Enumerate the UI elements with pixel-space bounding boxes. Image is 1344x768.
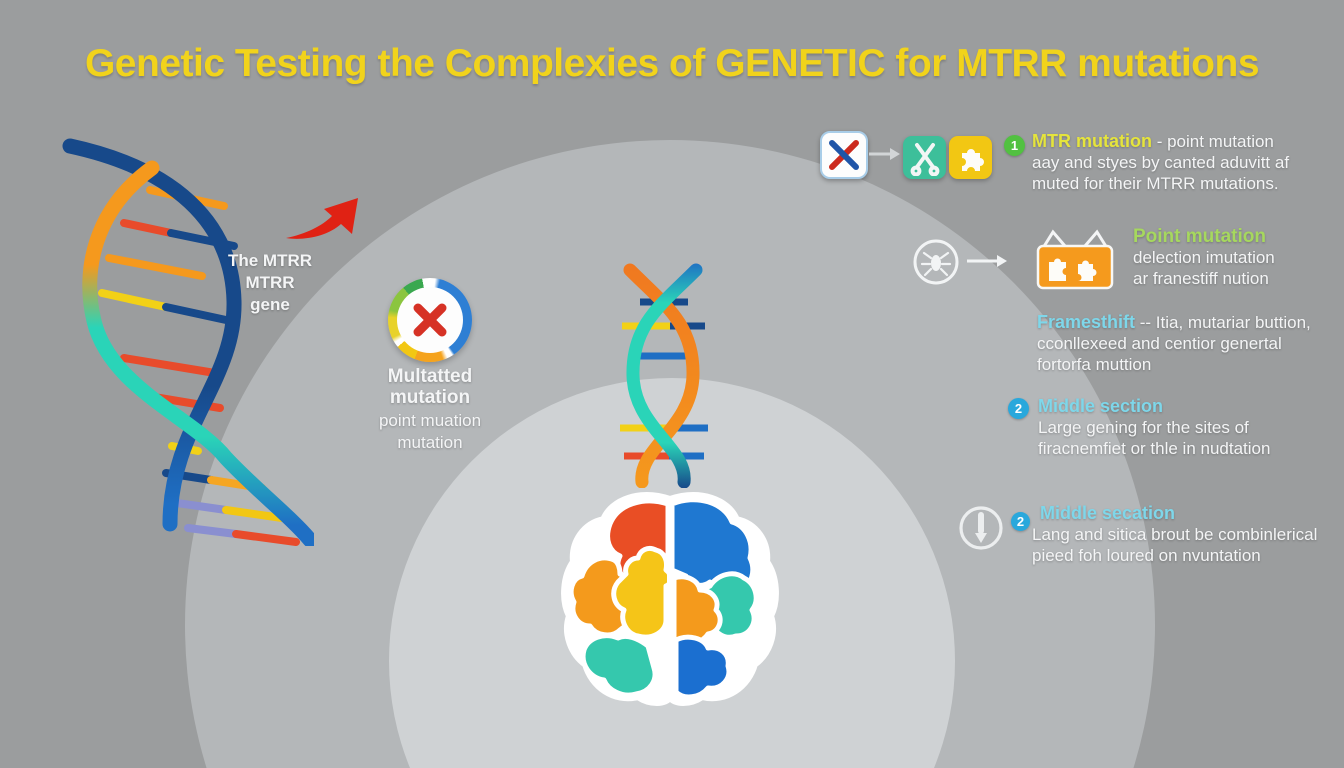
note-line: fortorfa muttion: [1037, 355, 1152, 374]
note-framesthift: Framesthift -- Itia, mutariar buttion, c…: [1037, 312, 1342, 375]
clock-icon: [959, 506, 1003, 550]
note-heading-suffix: -- Itia, mutariar buttion,: [1135, 313, 1311, 332]
mutation-badge-title: Multatted mutation: [355, 366, 505, 408]
badge-subtitle-line1: point muation: [378, 411, 482, 430]
x-mark-icon: [397, 287, 463, 353]
note-mtr-mutation: MTR mutation - point mutation aay and st…: [1032, 131, 1337, 194]
marker-number: 2: [1016, 514, 1025, 529]
puzzle-icon: [949, 136, 992, 179]
note-line: cconllexeed and centior genertal: [1037, 334, 1282, 353]
mutation-ring-x-icon: [388, 278, 472, 362]
list-marker-2: 2: [1011, 512, 1030, 531]
note-heading: Framesthift: [1037, 312, 1136, 332]
note-heading-suffix: - point mutation: [1151, 132, 1274, 151]
note-line: muted for their MTRR mutations.: [1032, 174, 1279, 193]
list-marker-2: 2: [1008, 398, 1029, 419]
note-heading: MTR mutation: [1032, 131, 1152, 151]
marker-number: 2: [1014, 401, 1023, 416]
gene-label: The MTRR MTRR gene: [200, 250, 340, 316]
note-line: delection imutation: [1133, 248, 1275, 267]
note-heading: Middle secation: [1040, 503, 1176, 523]
note-middle-secation: Middle secation Lang and sitica brout be…: [1032, 503, 1344, 566]
brain-icon: [561, 492, 779, 706]
hanging-sign-puzzle-icon: [1036, 229, 1114, 290]
marker-number: 1: [1010, 138, 1019, 153]
list-marker-1: 1: [1004, 135, 1025, 156]
mutation-badge-subtitle: point muation mutation: [350, 410, 510, 454]
note-heading: Middle section: [1038, 396, 1164, 416]
note-line: ar franestiff nution: [1133, 269, 1269, 288]
page-title: Genetic Testing the Complexies of GENETI…: [84, 42, 1260, 85]
note-line: aay and styes by canted aduvitt af: [1032, 153, 1290, 172]
note-line: Lang and sitica brout be combinlerical: [1032, 525, 1318, 544]
note-line: firacnemfiet or thle in nudtation: [1038, 439, 1271, 458]
note-heading: Point mutation: [1133, 226, 1266, 247]
red-arrow-icon: [286, 198, 358, 239]
bug-icon: [913, 239, 959, 285]
note-point-mutation: Point mutation delection imutation ar fr…: [1133, 226, 1338, 289]
note-line: Large gening for the sites of: [1038, 418, 1249, 437]
gene-label-line1: The MTRR: [227, 251, 313, 270]
scissors-icon: [903, 136, 946, 179]
dna-helix-icon: [62, 138, 314, 546]
note-middle-section: Middle section Large gening for the site…: [1038, 396, 1343, 459]
badge-title-line2: mutation: [389, 387, 471, 408]
gene-label-line2: MTRR: [245, 273, 295, 292]
dna-helix-icon: [620, 263, 708, 488]
arrow-right-icon: [869, 148, 900, 160]
x-cross-icon: [820, 131, 868, 179]
badge-subtitle-line2: mutation: [397, 433, 463, 452]
badge-title-line1: Multatted: [387, 366, 473, 387]
gene-label-line3: gene: [250, 295, 290, 314]
arrow-right-icon: [967, 255, 1007, 267]
note-line: pieed foh loured on nvuntation: [1032, 546, 1261, 565]
